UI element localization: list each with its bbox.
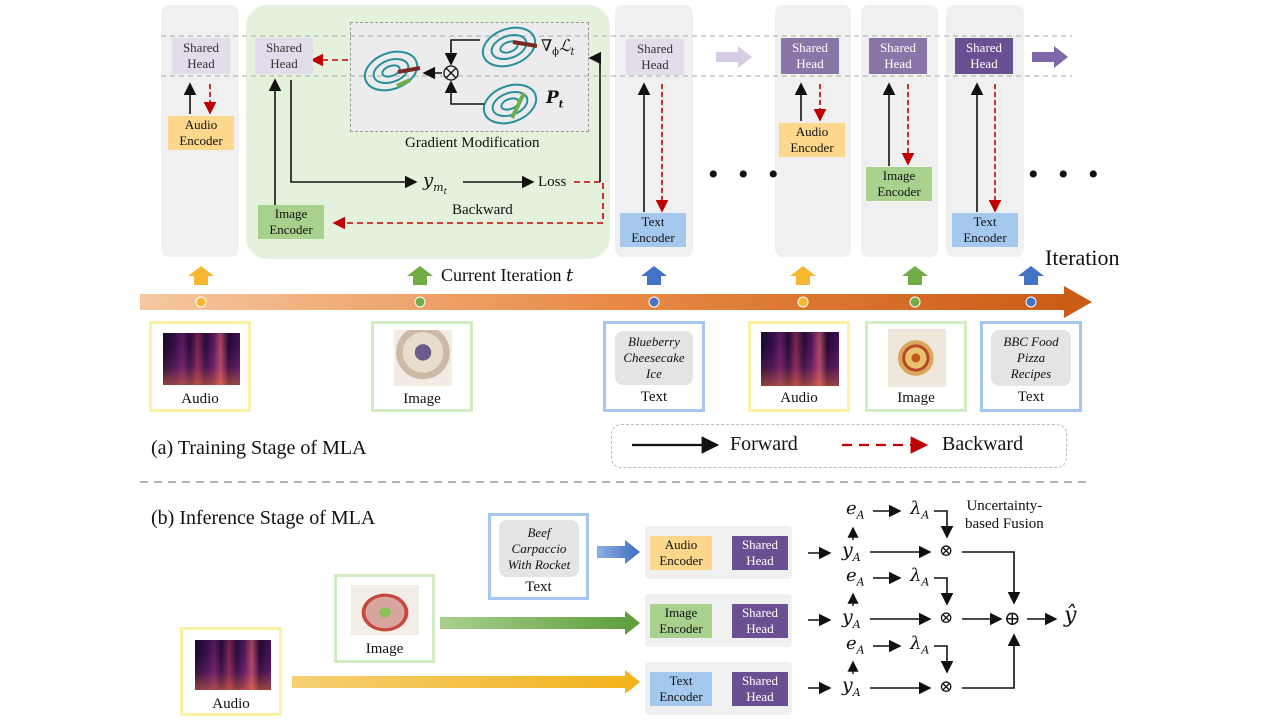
text-flow-arrow (597, 540, 640, 564)
ellipsis-1: • • • (708, 158, 785, 191)
modality-caption: Text (1017, 389, 1045, 405)
modality-card-text-2: BBC Food Pizza Recipes Text (980, 321, 1082, 412)
spectrogram-image (195, 640, 271, 690)
lambda-label-1: λA (910, 498, 930, 522)
dessert-photo (394, 330, 452, 386)
timeline-arrow (140, 286, 1092, 318)
y-hat-label: ŷ (1064, 603, 1077, 628)
spectrogram-image (761, 332, 839, 386)
modality-card-text-1: Blueberry Cheesecake Ice Text (603, 321, 705, 412)
p-t-label: Pt (546, 88, 564, 111)
current-iteration-label: Current Iteration t (441, 265, 574, 286)
shared-head-current: Shared Head (255, 38, 313, 74)
section-a-title: (a) Training Stage of MLA (151, 437, 367, 459)
modality-card-image-2: Image (865, 321, 967, 412)
modality-card-audio-2: Audio (748, 321, 850, 412)
image-flow-arrow (440, 611, 640, 635)
inference-image-card: Image (334, 574, 435, 663)
audio-encoder-1: Audio Encoder (168, 116, 234, 150)
loss-label: Loss (538, 174, 567, 190)
text-sample: Beef Carpaccio With Rocket (499, 520, 579, 577)
text-sample: BBC Food Pizza Recipes (991, 330, 1071, 386)
section-b-title: (b) Inference Stage of MLA (151, 507, 376, 529)
e-label-3: eA (846, 633, 865, 657)
text-encoder-1: Text Encoder (620, 213, 686, 247)
backward-label: Backward (452, 202, 513, 218)
y-label-2: yA (842, 606, 861, 631)
otimes-3: ⊗ (939, 677, 954, 696)
iteration-label: Iteration (1045, 245, 1120, 270)
image-encoder-current: Image Encoder (258, 205, 324, 239)
inference-image-encoder: Image Encoder (650, 604, 712, 638)
shared-head-image-2: Shared Head (869, 38, 927, 74)
audio-encoder-2: Audio Encoder (779, 123, 845, 157)
modality-caption: Image (897, 390, 935, 406)
otimes-1: ⊗ (939, 541, 954, 560)
modality-card-image-1: Image (371, 321, 473, 412)
modality-caption: Audio (780, 390, 818, 406)
shared-head-text-1: Shared Head (626, 39, 684, 75)
legend (611, 424, 1067, 468)
modality-caption: Audio (212, 696, 250, 712)
text-encoder-2: Text Encoder (952, 213, 1018, 247)
inference-text-encoder: Text Encoder (650, 672, 712, 706)
inference-audio-card: Audio (180, 627, 282, 716)
dark-purple-arrow (1032, 46, 1068, 68)
ellipsis-2: • • • (1028, 158, 1105, 191)
otimes-2: ⊗ (939, 608, 954, 627)
inference-shared-head-2: Shared Head (732, 604, 788, 638)
spectrogram-image (163, 333, 240, 385)
shared-head-audio-2: Shared Head (781, 38, 839, 74)
lambda-label-2: λA (910, 565, 930, 589)
y-label-1: yA (842, 539, 861, 564)
e-label-1: eA (846, 498, 865, 522)
image-encoder-2: Image Encoder (866, 167, 932, 201)
gradient-modification-label: Gradient Modification (405, 135, 540, 151)
oplus-symbol: ⊕ (1004, 608, 1021, 630)
modality-caption: Image (403, 391, 441, 407)
legend-forward-label: Forward (730, 433, 798, 455)
modality-card-audio-1: Audio (149, 321, 251, 412)
modality-caption: Audio (181, 391, 219, 407)
inference-audio-encoder: Audio Encoder (650, 536, 712, 570)
fusion-label: Uncertainty- based Fusion (965, 498, 1044, 532)
modality-caption: Image (365, 641, 404, 657)
modality-caption: Text (640, 389, 668, 405)
inference-shared-head-3: Shared Head (732, 672, 788, 706)
inference-shared-head-1: Shared Head (732, 536, 788, 570)
light-purple-arrow (716, 46, 752, 68)
text-sample: Blueberry Cheesecake Ice (615, 331, 693, 385)
lambda-label-3: λA (910, 633, 930, 657)
modality-caption: Text (525, 579, 552, 595)
e-label-2: eA (846, 565, 865, 589)
y-mt-label: ymt (423, 170, 447, 196)
y-label-3: yA (842, 674, 861, 699)
grad-loss-label: ∇ϕℒt (541, 36, 575, 59)
shared-head-audio-1: Shared Head (172, 38, 230, 74)
audio-flow-arrow (292, 670, 640, 694)
inference-text-card: Beef Carpaccio With Rocket Text (488, 513, 589, 600)
shared-head-text-2: Shared Head (955, 38, 1013, 74)
carpaccio-photo (351, 585, 419, 635)
pizza-photo (888, 329, 946, 387)
legend-backward-label: Backward (942, 433, 1024, 455)
